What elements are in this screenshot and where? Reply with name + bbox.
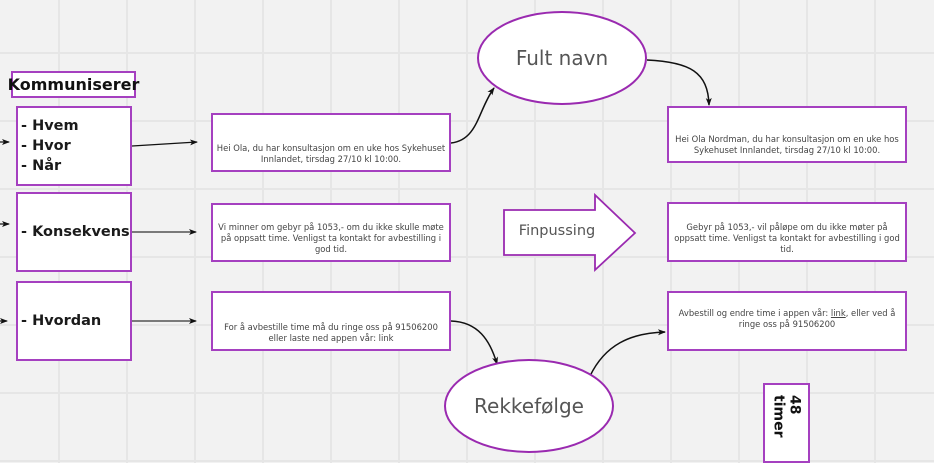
fult-navn-label: Fult navn: [515, 46, 609, 70]
category-line-hvordan: - Hvordan: [21, 313, 102, 329]
revised-message-3-post: , eller ved å ringe oss på 91506200: [738, 308, 896, 329]
category-line-konsekvens: - Konsekvens: [21, 224, 130, 240]
original-message-2-text: Vi minner om gebyr på 1053,- om du ikke …: [218, 222, 444, 254]
rekkefolge-label: Rekkefølge: [474, 394, 584, 418]
revised-message-2[interactable]: Gebyr på 1053,- vil påløpe om du ikke mø…: [667, 202, 907, 262]
app-link[interactable]: link: [830, 308, 846, 318]
rekkefolge-ellipse[interactable]: [444, 359, 614, 453]
original-message-2[interactable]: Vi minner om gebyr på 1053,- om du ikke …: [211, 203, 451, 262]
arrow-message-to-fult-navn: [450, 87, 495, 144]
original-message-3[interactable]: For å avbestille time må du ringe oss på…: [211, 291, 451, 351]
kommuniserer-label: Kommuniserer: [7, 75, 140, 94]
finpussing-arrow-shape[interactable]: [503, 192, 637, 273]
fult-navn-ellipse[interactable]: [477, 11, 647, 105]
arrow-fult-navn-to-revised: [646, 59, 712, 106]
revised-message-3-pre: Avbestill og endre time i appen vår:: [678, 308, 831, 318]
arrow-message-to-rekkefolge: [450, 320, 498, 365]
revised-message-1-text: Hei Ola Nordman, du har konsultasjon om …: [675, 134, 899, 155]
original-message-1-text: Hei Ola, du har konsultasjon om en uke h…: [216, 143, 446, 164]
revised-message-3[interactable]: Avbestill og endre time i appen vår: lin…: [667, 291, 907, 351]
revised-message-3-text: Avbestill og endre time i appen vår: lin…: [672, 308, 902, 330]
kommuniserer-header[interactable]: Kommuniserer: [8, 71, 139, 98]
revised-message-1[interactable]: Hei Ola Nordman, du har konsultasjon om …: [667, 106, 907, 163]
side-note-text: 48 timer: [770, 395, 803, 438]
category-konsekvens[interactable]: - Konsekvens: [16, 192, 132, 272]
category-line-hvem: - Hvem: [21, 118, 79, 134]
arrow-rekkefolge-to-revised: [589, 329, 666, 377]
side-note-48-timer[interactable]: 48 timer: [763, 383, 810, 463]
original-message-3-text: For å avbestille time må du ringe oss på…: [224, 322, 438, 343]
revised-message-2-text: Gebyr på 1053,- vil påløpe om du ikke mø…: [674, 222, 900, 254]
category-line-hvor: - Hvor: [21, 138, 71, 154]
finpussing-label: Finpussing: [518, 223, 596, 239]
category-hvem-hvor-naar[interactable]: - Hvem - Hvor - Når: [16, 106, 132, 186]
arrow-hvem-to-message: [131, 139, 198, 147]
category-line-naar: - Når: [21, 158, 62, 174]
category-hvordan[interactable]: - Hvordan: [16, 281, 132, 361]
original-message-1[interactable]: Hei Ola, du har konsultasjon om en uke h…: [211, 113, 451, 172]
